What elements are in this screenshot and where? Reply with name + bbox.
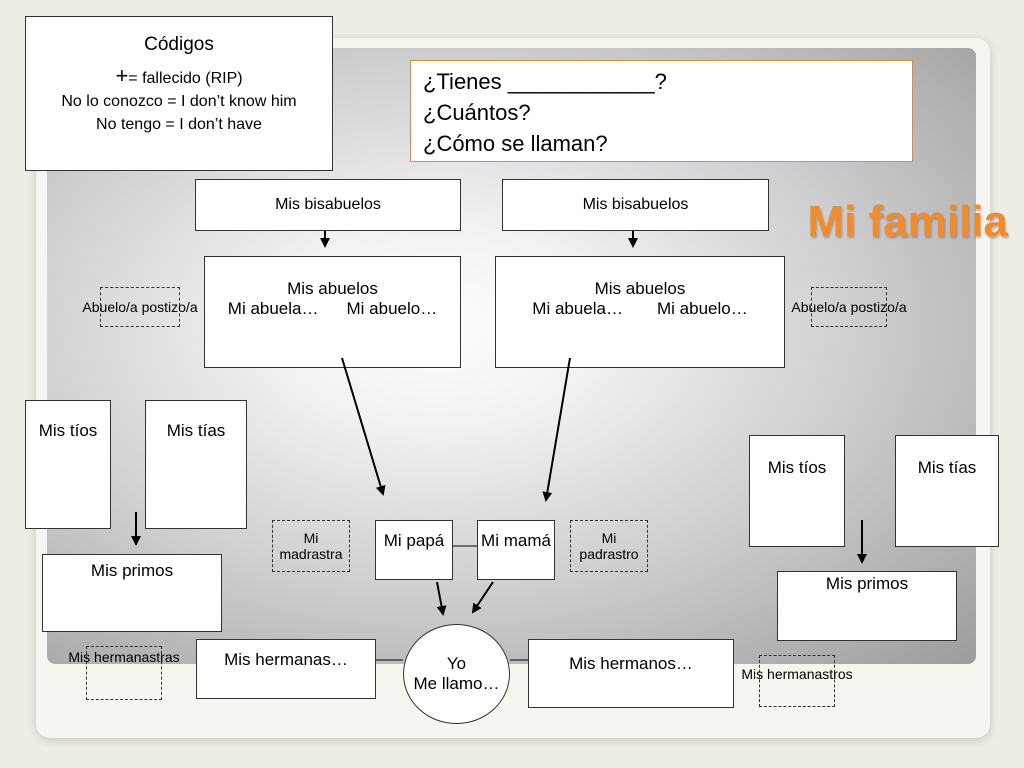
right-uncles: Mis tíos [749,435,845,547]
stepfather: Mi padrastro [570,520,648,572]
right-step-grandparent: Abuelo/a postizo/a [791,287,907,327]
my-name-label: Me llamo… [413,674,500,693]
right-aunts: Mis tías [895,435,999,547]
step-sisters: Mis hermanastras [68,646,180,700]
left-uncles: Mis tíos [25,400,111,529]
codes-box: Códigos += fallecido (RIP) No lo conozco… [25,16,333,171]
father: Mi papá [375,520,453,580]
left-aunts: Mis tías [145,400,247,529]
right-great-grandparents: Mis bisabuelos [502,179,769,231]
deceased-text: = fallecido (RIP) [128,70,243,87]
arrow-father-to-me [436,581,447,616]
sisters: Mis hermanas… [196,639,376,699]
right-grandparents-names: Mi abuela… Mi abuelo… [532,299,747,319]
left-grandfather: Mi abuelo… [346,299,438,318]
mother: Mi mamá [477,520,555,580]
right-grandparents-title: Mis abuelos [594,279,686,298]
left-grandparents-box: Mis abuelos Mi abuela… Mi abuelo… [204,256,461,368]
codes-line-dont-have: No tengo = I don’t have [96,116,262,133]
left-great-grandparents: Mis bisabuelos [195,179,461,231]
me-label: Yo [446,654,467,673]
stepmother: Mi madrastra [272,520,350,572]
arrow-grand-to-father [341,357,386,496]
codes-heading: Códigos [144,34,214,55]
codes-line-deceased: += fallecido (RIP) [115,64,242,90]
left-grandparents-names: Mi abuela… Mi abuelo… [228,299,437,319]
right-grandparents-box: Mis abuelos Mi abuela… Mi abuelo… [495,256,785,368]
left-grandparents-title: Mis abuelos [287,279,378,298]
right-cousins: Mis primos [777,571,957,641]
left-grandmother: Mi abuela… [227,299,319,318]
page-title: Mi familia [807,197,1009,246]
codes-line-dont-know: No lo conozco = I don’t know him [61,93,297,110]
question-names: ¿Cómo se llaman? [423,131,608,156]
brothers: Mis hermanos… [528,639,734,708]
arrow-mother-to-me [471,581,494,614]
question-how-many: ¿Cuántos? [423,100,531,125]
step-brothers: Mis hermanastros [741,655,853,707]
left-cousins: Mis primos [42,554,222,632]
plus-symbol: + [115,63,129,88]
right-grandfather: Mi abuelo… [657,299,748,318]
left-step-grandparent: Abuelo/a postizo/a [82,287,198,327]
arrow-grand-to-mother [542,357,571,502]
right-grandmother: Mi abuela… [532,299,623,318]
me-circle: Yo Me llamo… [403,624,510,724]
question-do-you-have: ¿Tienes ____________? [423,69,667,94]
questions-box: ¿Tienes ____________? ¿Cuántos? ¿Cómo se… [410,60,913,162]
